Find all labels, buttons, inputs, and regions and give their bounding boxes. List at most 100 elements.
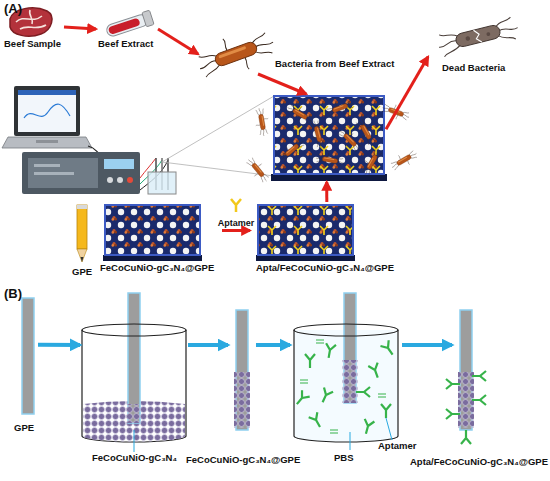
aptamer-symbol [309,412,325,429]
bacterium [253,107,271,137]
flow-arrow [325,182,328,202]
flow-arrow [258,74,306,94]
node-label: Bacteria from Beef Extract [275,58,394,70]
electrode-node: Apta/FeCoCuNiO-gC₃N₄@GPE [452,306,482,434]
flow-arrow [222,229,250,232]
aptasensor-electrode [258,205,353,255]
buffer-mark [330,430,338,431]
buffer-mark [378,397,386,398]
graphite-rod [22,298,34,414]
modified-electrode [105,205,200,255]
flow-arrow [402,343,452,347]
electrode-node: FeCoCuNiO-gC₃N₄@GPE [228,306,256,434]
aptamer-symbol [293,340,397,435]
bacterium [193,23,279,85]
panel-letter: (A) [4,1,22,16]
pencil-electrode [77,205,87,249]
panel-letter: (B) [4,286,22,301]
bacterium [359,146,385,177]
laptop [18,90,76,95]
flow-arrow [38,343,80,347]
buffer-mark [300,383,308,384]
aptamer-symbol [231,199,241,212]
electrode-surface [275,97,383,173]
aptasensor-rod [472,395,486,405]
node-label: FeCoCuNiO-gC₃N₄ [92,452,177,464]
leader-line [386,418,392,440]
leader-line [350,432,351,450]
beaker [82,293,186,442]
beaker-node: PBSAptamer [290,292,402,442]
leader-line [134,430,135,452]
modified-electrode [103,205,202,261]
edge-label: Aptamer [218,218,255,228]
bacterium [284,101,315,127]
node-label: Beef Extract [98,38,153,50]
pencil-electrode [81,257,84,262]
test-tube [105,10,154,39]
aptasensor-rod [472,371,486,381]
buffer-mark [316,343,324,344]
aptamer-symbol [356,387,370,397]
aptasensor-rod [446,310,486,444]
laptop [2,86,92,148]
flow-arrow [256,343,290,347]
beaker [294,324,398,336]
bacterium [244,155,272,185]
potentiostat [28,158,98,188]
bacterium [380,101,411,123]
aptamer-symbol [318,387,333,404]
aptamer-symbol [368,363,382,380]
potentiostat [34,164,60,167]
node-label: Dead Bacteria [442,62,505,74]
bacteria-node: Bacteria from Beef Extract [198,34,398,74]
modified-rod [234,372,250,428]
electrode-surface [271,96,387,181]
aptasensor-rod [458,372,474,428]
test-tube [105,13,149,37]
bacterium [335,125,364,154]
aptasensor-rod [446,379,460,389]
test-tube [142,10,154,27]
beaker [342,360,358,403]
aptamer-symbol [324,343,336,359]
buffer-mark [300,380,308,381]
bacterium [324,97,355,119]
beaker [126,404,142,423]
node-label: Beef Sample [4,38,61,50]
laptop [24,104,70,118]
electrode-node: GPE [64,202,100,278]
potentiostat [117,177,123,183]
electrode-surface [275,97,383,173]
potentiostat [107,177,113,183]
node-label: GPE [72,266,92,278]
node-label: Aptamer [378,440,417,452]
dead-bacterium [436,16,520,57]
bacterium [277,136,307,164]
aptasensor-electrode [259,206,352,254]
pencil-electrode [77,205,87,262]
electrode-node: Apta/FeCoCuNiO-gC₃N₄@GPE [250,202,378,278]
flow-arrow [188,343,228,347]
aptamer-symbol [305,354,315,368]
bacterium [244,97,420,185]
modified-rod [234,310,250,430]
laptop [14,86,80,136]
potentiostat [127,177,133,183]
flow-arrow [64,27,96,29]
beaker [82,324,186,336]
potentiostat [22,152,140,194]
bacterium [388,147,419,173]
laptop [18,90,76,132]
aptasensor-electrode [256,205,355,261]
test-tube [108,17,141,34]
aptamer-symbol [381,404,391,418]
electrode-surface [271,174,387,181]
laptop [36,140,58,143]
aptamer-symbol [293,390,310,407]
electrochemical-cell [148,172,176,194]
bacterium [308,119,328,150]
potentiostat [22,152,140,194]
zoom-line [162,96,274,162]
